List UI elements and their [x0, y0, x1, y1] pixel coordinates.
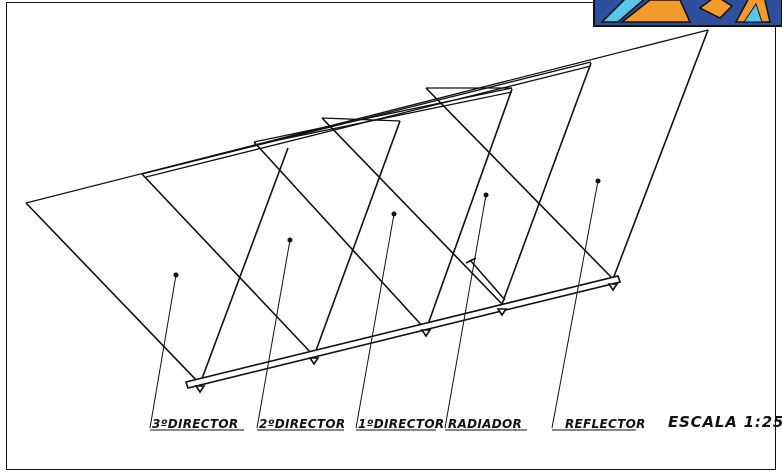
radiator-left-leg — [321, 117, 503, 305]
label-1st-director: 1ºDIRECTOR — [358, 417, 444, 431]
radiator-leader-line — [444, 194, 487, 429]
label-reflector: REFLECTOR — [565, 417, 646, 431]
radiator-feed-line — [469, 259, 506, 301]
drawing-frame — [6, 2, 776, 470]
radiator-top-edge — [321, 117, 401, 122]
director1-right-leg — [425, 88, 513, 331]
director3-left-leg — [25, 202, 201, 385]
director1-top-edge — [253, 87, 513, 143]
boom-mount-reflector — [607, 283, 619, 292]
logo-orange-shape — [619, 0, 692, 23]
scale-label: ESCALA 1:25 — [668, 413, 782, 431]
boom-mount-2 — [308, 357, 320, 366]
director1-leader-line — [355, 213, 395, 429]
boom-mount-radiator — [496, 308, 508, 317]
label-3rd-director: 3ºDIRECTOR — [152, 417, 238, 431]
logo-orange-diamond — [698, 0, 734, 19]
label-radiator: RADIADOR — [448, 417, 522, 431]
director2-left-leg — [141, 173, 315, 357]
reflector-leader-line — [551, 180, 599, 429]
logo-cyan-inner — [743, 2, 763, 23]
director2-leader-line — [256, 239, 291, 429]
director2-right-leg — [313, 120, 401, 357]
director3-top-edge — [25, 29, 709, 204]
antenna-boom — [184, 275, 622, 389]
radiator-right-leg — [501, 62, 592, 305]
reflector-left-leg — [425, 87, 614, 280]
boom-mount-1 — [420, 329, 432, 338]
director1-top-edge-double — [253, 91, 513, 146]
director3-leader-line — [149, 274, 177, 429]
reflector-right-leg — [612, 29, 709, 280]
logo-cyan-shape — [600, 0, 645, 23]
logo-badge — [593, 0, 782, 27]
label-2nd-director: 2ºDIRECTOR — [259, 417, 345, 431]
boom-mount-3 — [194, 385, 206, 394]
director1-left-leg — [253, 141, 427, 331]
director3-right-leg — [199, 147, 289, 385]
